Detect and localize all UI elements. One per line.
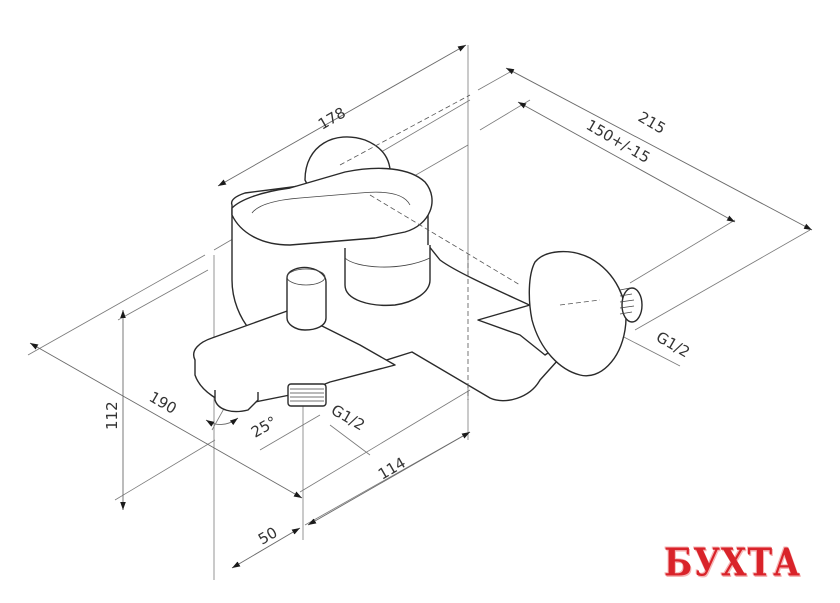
- spout-plate: [193, 309, 396, 406]
- dim-112: 112: [103, 401, 121, 430]
- bottom-outlet-thread: [287, 383, 327, 407]
- label-g12-wall: G1/2: [653, 328, 693, 361]
- dim-25deg: 25°: [248, 413, 280, 442]
- dim-178: 178: [315, 104, 349, 134]
- wall-inlet-thread: [619, 287, 643, 323]
- spout-outlet: [214, 390, 259, 413]
- wall-flange-right: [528, 251, 627, 377]
- dim-50: 50: [255, 523, 281, 548]
- dim-190: 190: [146, 388, 180, 418]
- dim-215: 215: [635, 108, 669, 138]
- lever-handle: [231, 167, 433, 246]
- cartridge: [344, 245, 431, 307]
- dimension-lines: [29, 44, 813, 569]
- label-g12-bottom: G1/2: [328, 401, 368, 434]
- mixer-drawing: [193, 94, 643, 413]
- diverter-knob: [286, 266, 327, 331]
- watermark-logo: БУХТА: [664, 540, 802, 585]
- dim-114: 114: [375, 454, 409, 484]
